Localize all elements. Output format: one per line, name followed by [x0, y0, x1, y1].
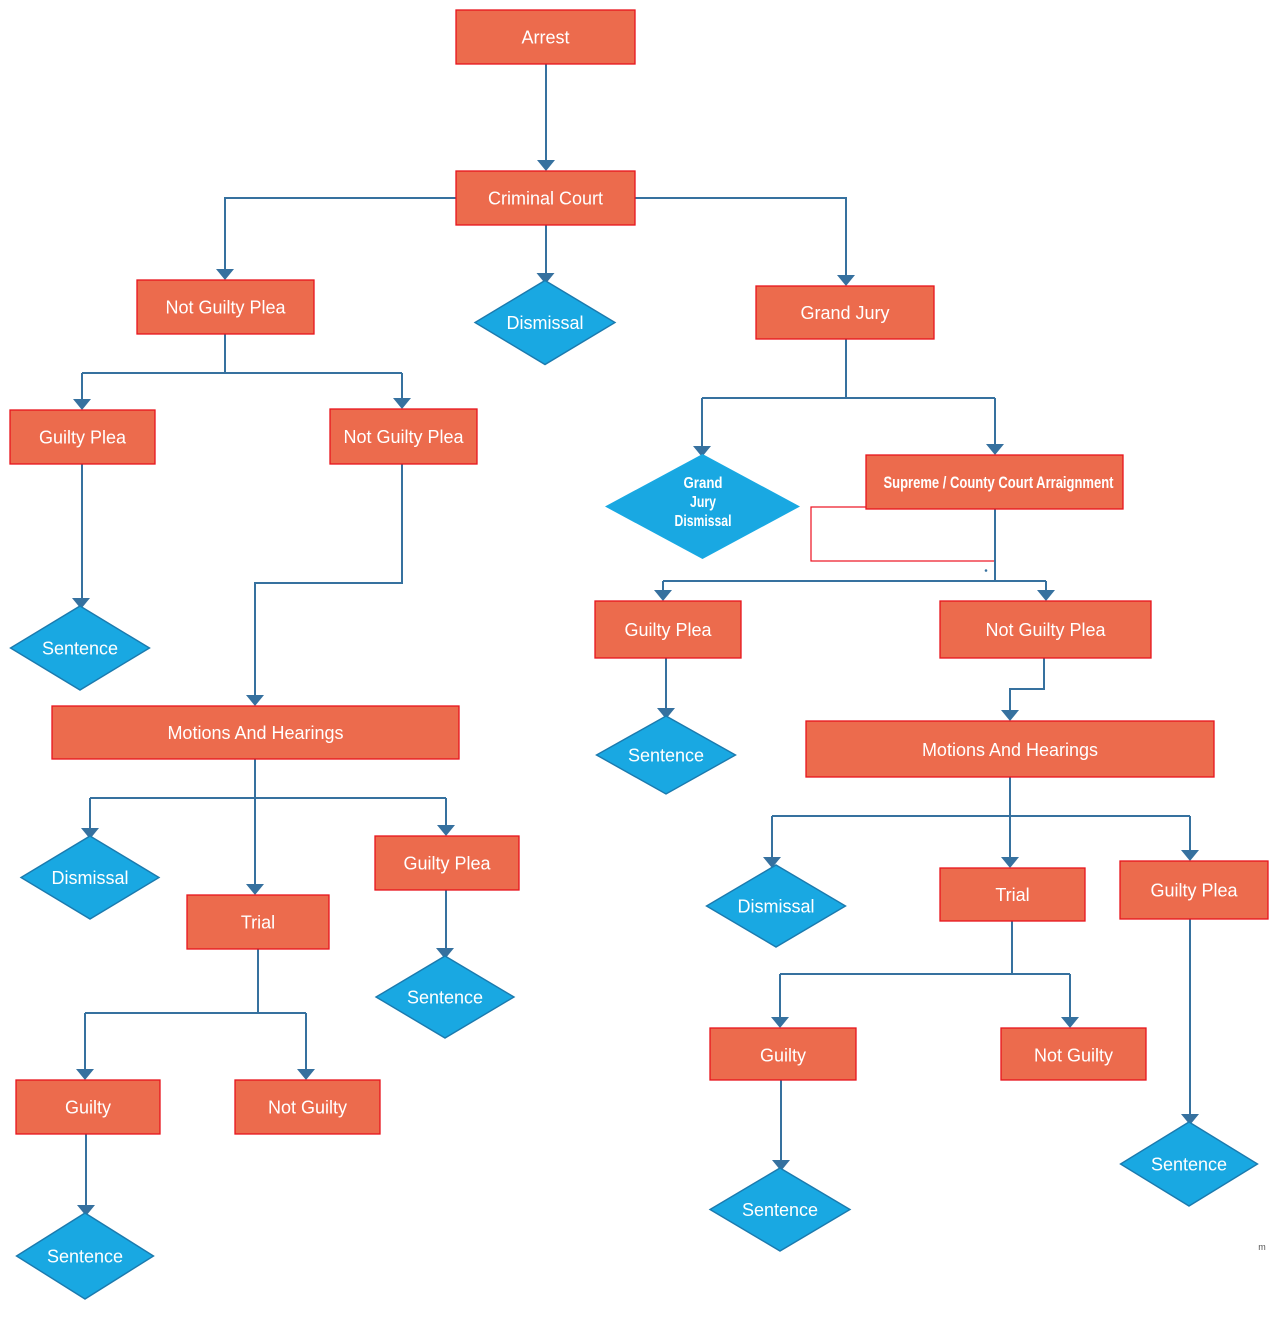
svg-text:Grand: Grand	[684, 475, 723, 492]
svg-text:Dismissal: Dismissal	[675, 513, 732, 530]
svg-text:Sentence: Sentence	[42, 639, 118, 659]
svg-text:Sentence: Sentence	[628, 746, 704, 766]
svg-text:Motions And Hearings: Motions And Hearings	[167, 723, 343, 743]
svg-text:Not Guilty: Not Guilty	[1034, 1046, 1113, 1066]
svg-text:Dismissal: Dismissal	[51, 868, 128, 888]
svg-text:Grand Jury: Grand Jury	[800, 303, 889, 323]
svg-text:Not Guilty: Not Guilty	[268, 1098, 347, 1118]
svg-text:Supreme / County Court Arraign: Supreme / County Court Arraignment	[884, 474, 1114, 492]
svg-text:Criminal Court: Criminal Court	[488, 189, 603, 209]
svg-text:Guilty: Guilty	[760, 1046, 806, 1066]
svg-text:Trial: Trial	[241, 913, 275, 933]
svg-text:Dismissal: Dismissal	[737, 897, 814, 917]
svg-text:Sentence: Sentence	[742, 1200, 818, 1220]
svg-text:Guilty Plea: Guilty Plea	[403, 854, 491, 874]
svg-text:Guilty Plea: Guilty Plea	[39, 428, 127, 448]
svg-text:Not Guilty Plea: Not Guilty Plea	[985, 620, 1106, 640]
svg-text:Sentence: Sentence	[407, 988, 483, 1008]
svg-text:Guilty Plea: Guilty Plea	[1150, 881, 1238, 901]
svg-text:Not Guilty Plea: Not Guilty Plea	[343, 427, 464, 447]
svg-text:Sentence: Sentence	[47, 1247, 123, 1267]
svg-text:m: m	[1258, 1242, 1266, 1252]
svg-text:Trial: Trial	[995, 885, 1029, 905]
svg-text:Motions And Hearings: Motions And Hearings	[922, 740, 1098, 760]
svg-text:Arrest: Arrest	[521, 28, 569, 48]
svg-text:Not Guilty Plea: Not Guilty Plea	[165, 298, 286, 318]
svg-text:Guilty: Guilty	[65, 1098, 111, 1118]
svg-text:Jury: Jury	[690, 494, 716, 511]
svg-text:Guilty Plea: Guilty Plea	[624, 620, 712, 640]
svg-text:Dismissal: Dismissal	[506, 313, 583, 333]
svg-text:Sentence: Sentence	[1151, 1155, 1227, 1175]
